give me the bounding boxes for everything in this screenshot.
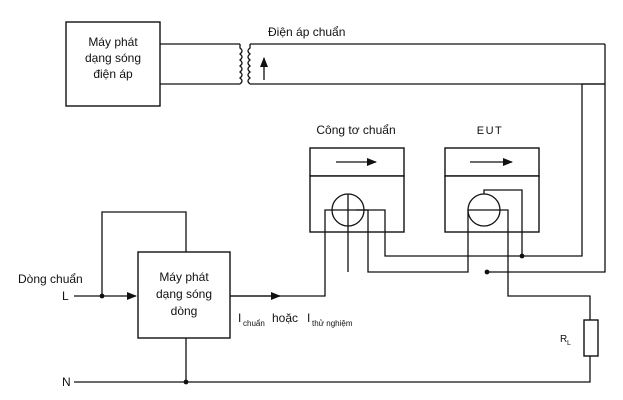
current-generator-line3: dòng [171, 304, 198, 318]
line-input: Dòng chuẩn L [18, 211, 187, 303]
neutral-line: N [62, 338, 189, 389]
load-resistor-body [583, 319, 599, 357]
current-label-sub2: thử nghiệm [312, 319, 353, 328]
transformer: Điện áp chuẩn [160, 25, 605, 85]
current-generator-box [137, 251, 231, 339]
voltage-generator-line1: Máy phát [88, 35, 138, 49]
reference-current-label: Dòng chuẩn [18, 272, 83, 286]
voltage-generator-box [65, 21, 161, 107]
current-label-middle: hoặc [272, 311, 298, 325]
load-label-sub: L [567, 340, 571, 347]
reference-meter-label: Công tơ chuẩn [316, 123, 395, 137]
load-label-main: R [560, 334, 567, 345]
neutral-label: N [62, 375, 71, 389]
load-resistor: R L [74, 319, 599, 383]
eut-label: EUT [477, 125, 504, 137]
transformer-secondary-coil [247, 44, 252, 85]
eut-meter: EUT [444, 125, 540, 233]
current-generator: Máy phát dạng sóng dòng [137, 251, 231, 339]
voltage-generator-line3: điện áp [93, 67, 133, 81]
reference-meter: Công tơ chuẩn [309, 123, 405, 233]
current-generator-line2: dạng sóng [156, 287, 212, 301]
voltage-wiring [347, 44, 606, 275]
eut-body [444, 175, 540, 233]
current-label-sub1: chuẩn [243, 319, 265, 328]
voltage-generator: Máy phát dạng sóng điện áp [65, 21, 161, 107]
reference-voltage-label: Điện áp chuẩn [268, 25, 345, 39]
voltage-generator-line2: dạng sóng [85, 51, 141, 65]
current-generator-line1: Máy phát [159, 270, 209, 284]
current-label: I chuẩn hoặc I thử nghiệm [238, 311, 353, 328]
line-label: L [62, 289, 69, 303]
current-label-i1: I [238, 311, 241, 325]
transformer-primary-coil [238, 44, 243, 85]
current-label-i2: I [307, 311, 310, 325]
